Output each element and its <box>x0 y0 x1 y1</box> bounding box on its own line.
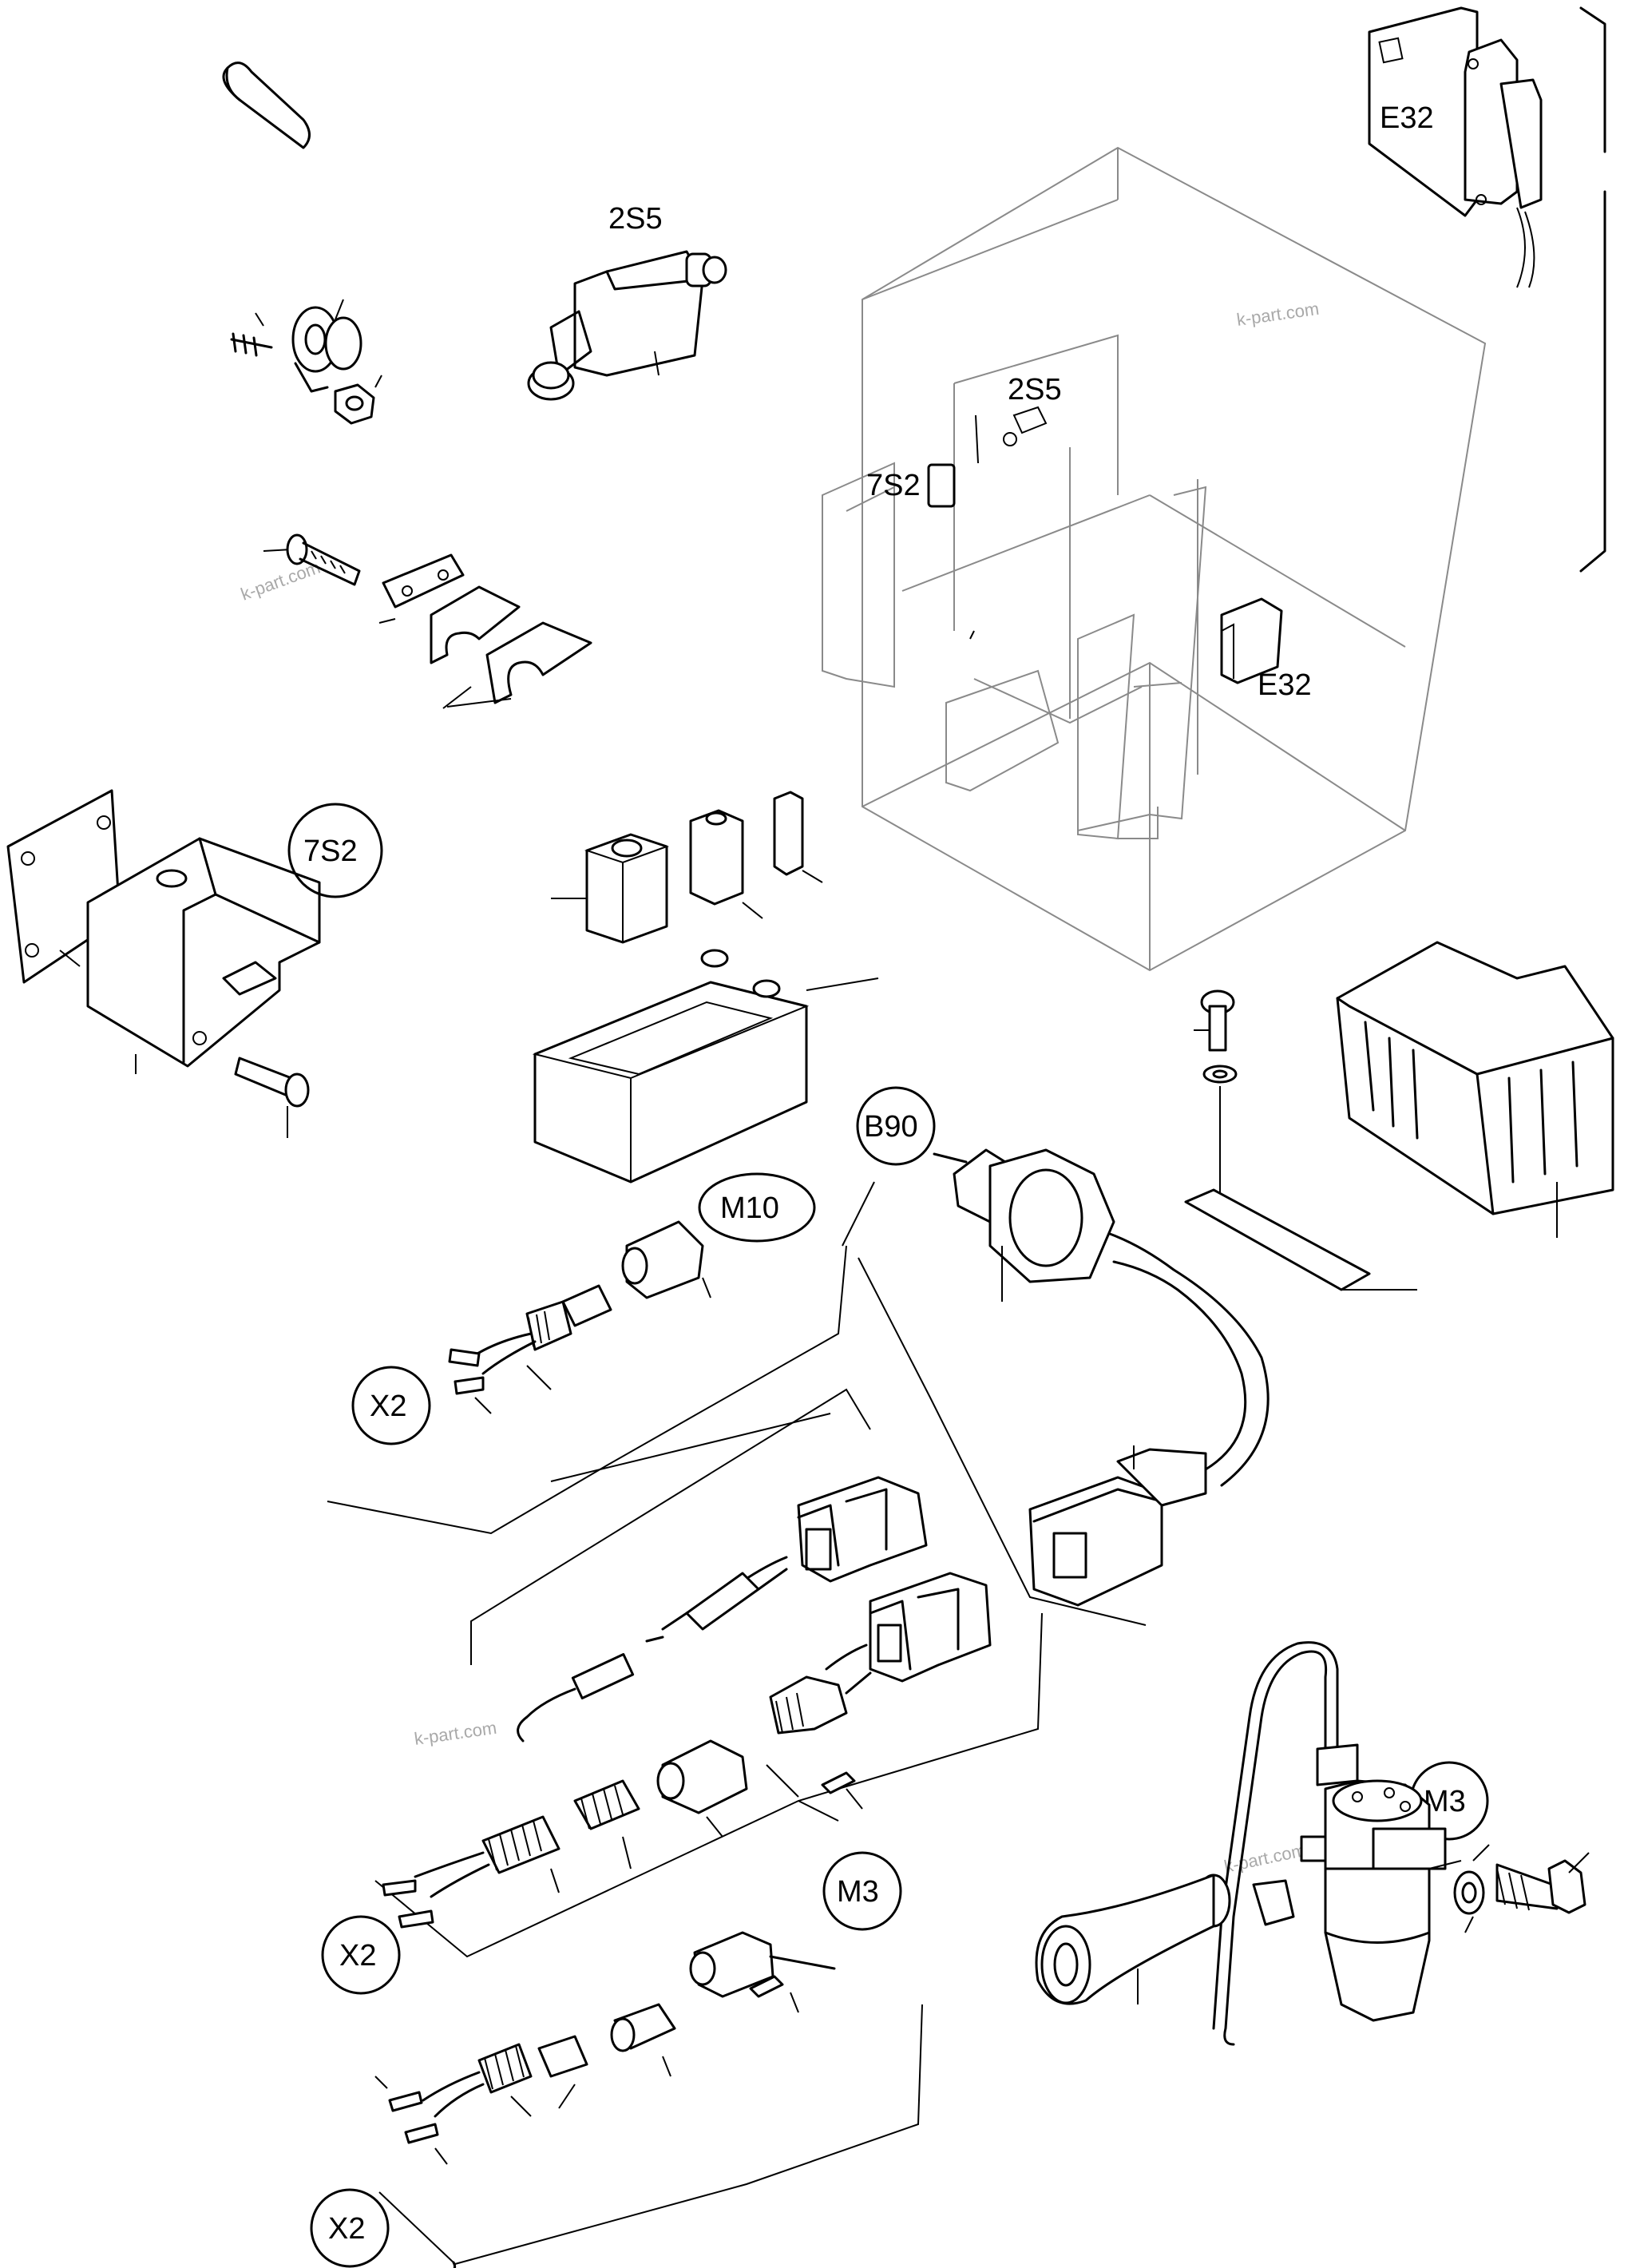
callout-circle-x2-c <box>310 2188 390 2268</box>
label-e32-top: E32 <box>1380 101 1434 135</box>
label-b90: B90 <box>864 1110 918 1144</box>
wire-assembly: X2 <box>321 1568 872 1995</box>
bolt-clamp-part <box>263 533 592 709</box>
watermark-lower: k-part.com <box>413 1718 497 1749</box>
label-7s2-circle: 7S2 <box>303 835 358 868</box>
label-x2-b: X2 <box>339 1939 376 1973</box>
sensor-b90: B90 <box>856 1086 1270 1607</box>
bolt-strap-part <box>1184 989 1417 1291</box>
callout-circle-x2-a <box>351 1366 431 1445</box>
label-m3-mid: M3 <box>837 1875 879 1909</box>
label-7s2-cab: 7S2 <box>866 469 921 502</box>
blocks-housing-part <box>532 791 879 1184</box>
label-e32-cab: E32 <box>1258 668 1312 702</box>
label-m3-right: M3 <box>1424 1785 1466 1818</box>
connector-housings <box>741 1476 992 1683</box>
watermark-cab: k-part.com <box>1235 299 1320 330</box>
callout-circle-x2-b <box>321 1915 401 1995</box>
callout-circle-m3-mid <box>822 1851 902 1931</box>
switch-bracket-7s2: 7S2 <box>6 789 383 1138</box>
label-2s5-part: 2S5 <box>608 202 663 236</box>
callout-ellipse-m10 <box>698 1172 816 1243</box>
stray-mark <box>452 2261 457 2268</box>
callout-circle-b90 <box>856 1086 936 1166</box>
connector-m10-group: M10 X2 <box>351 1172 816 1445</box>
limit-switch-2s5: 2S5 <box>527 202 727 401</box>
callout-circle-7s2 <box>287 803 383 898</box>
connector-m3-group: M3 X2 <box>310 1851 902 2268</box>
label-2s5-cab: 2S5 <box>1008 373 1062 406</box>
leader-lines <box>327 1181 1147 2266</box>
e32-unit: E32 <box>1368 6 1606 573</box>
label-x2-a: X2 <box>370 1390 406 1423</box>
cover-box-part <box>1336 941 1614 1238</box>
cable-end-part <box>222 61 311 149</box>
pump-m3: M3 <box>1035 1641 1590 2046</box>
label-m10: M10 <box>720 1191 779 1225</box>
grommet-nut-part <box>230 299 382 425</box>
label-x2-c: X2 <box>328 2212 365 2246</box>
cab-outline: 2S5 7S2 E32 <box>822 146 1487 972</box>
watermark-pump: k-part.com <box>1222 1840 1308 1877</box>
